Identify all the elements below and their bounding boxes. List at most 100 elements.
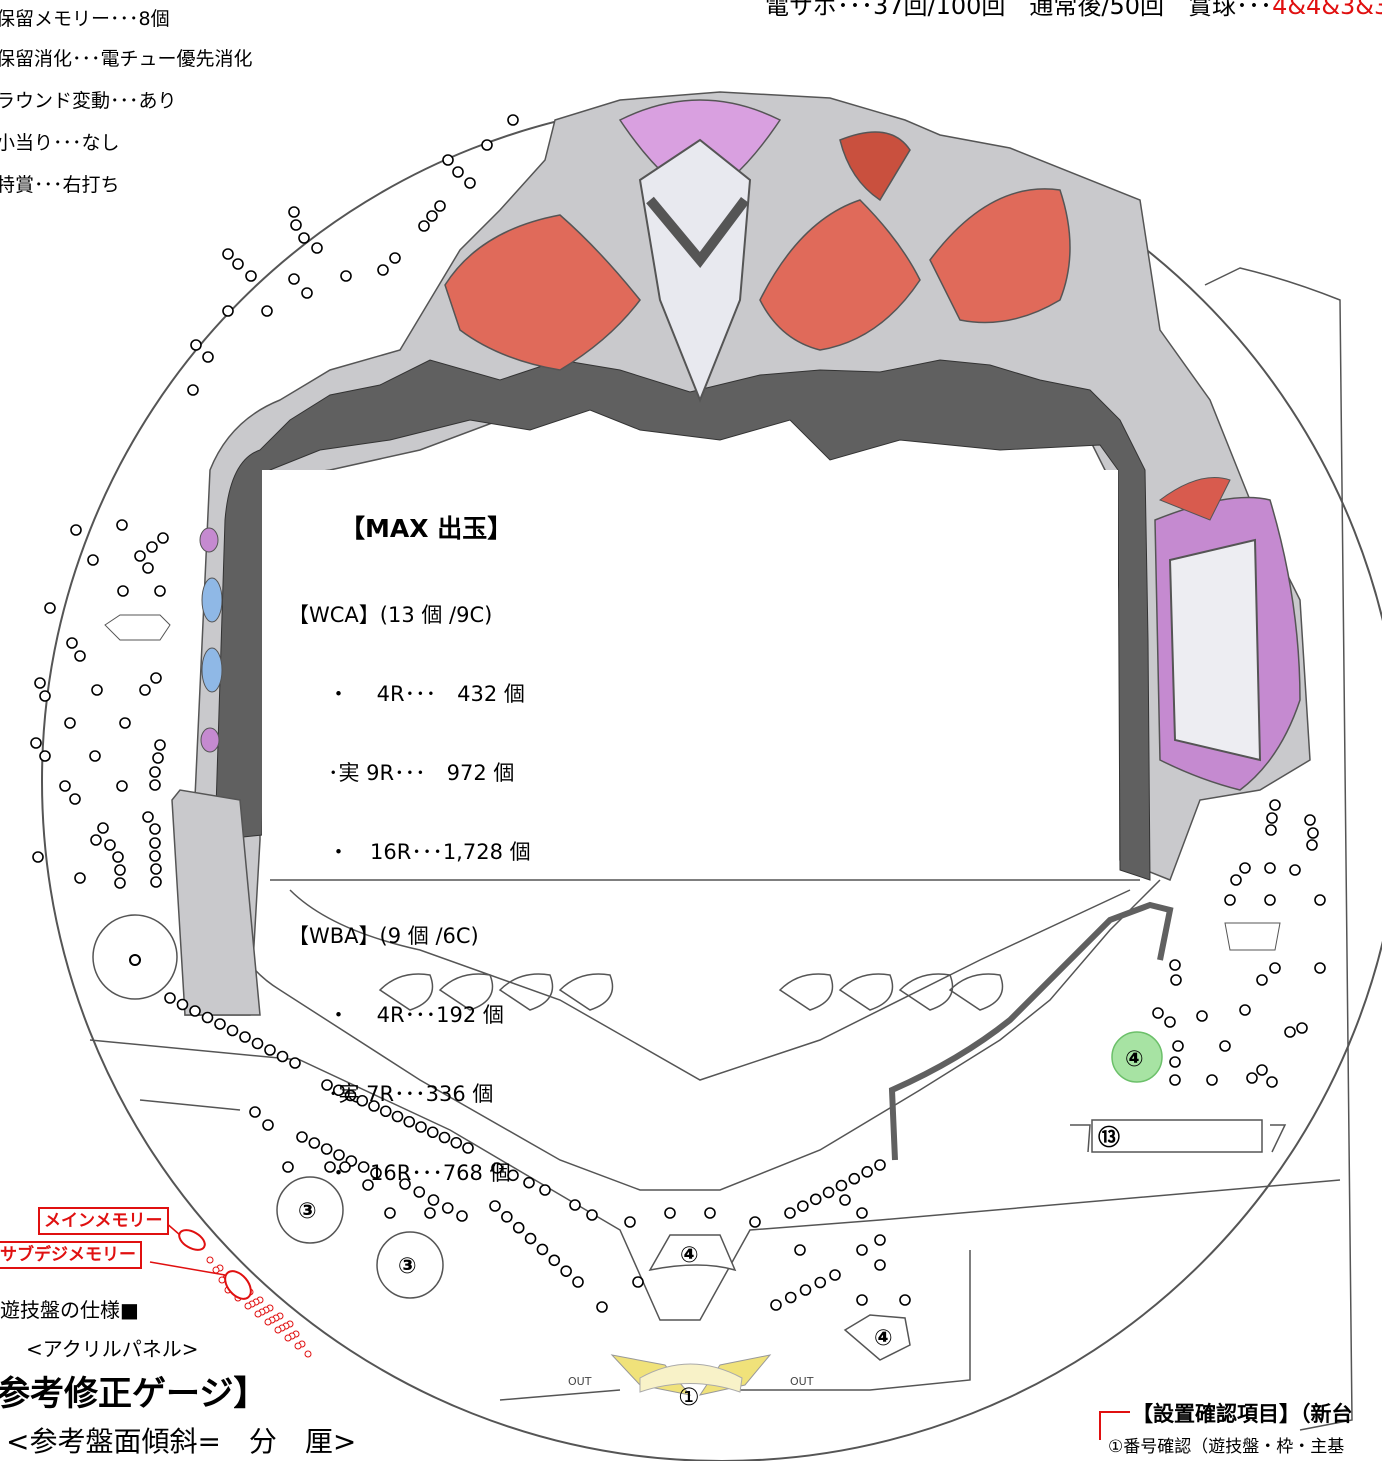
wca-row-1: ・ 4R･･･ 432 個 [328, 682, 525, 706]
nail-pin [190, 339, 202, 351]
display-window [262, 470, 1118, 872]
nail-pin [1296, 1022, 1308, 1034]
nail-pin [426, 1126, 439, 1139]
nail-pin [222, 305, 234, 317]
nail-pin [507, 1169, 519, 1182]
label-4-center: ④ [680, 1243, 699, 1268]
nail-pin [1230, 874, 1242, 886]
nail-pin [1306, 839, 1318, 851]
nail-pin [856, 1294, 868, 1306]
nail-pin [413, 1186, 426, 1198]
nail-pin [142, 562, 154, 574]
nail-pin [245, 270, 257, 282]
memory-pin [284, 1334, 292, 1342]
nail-pin [308, 1137, 321, 1149]
memory-pin [264, 1318, 272, 1326]
nail-pin [377, 264, 389, 276]
nail-pin [539, 1184, 551, 1196]
nail-pin [157, 532, 169, 544]
nail-pin [814, 1276, 827, 1289]
install-title: 【設置確認項目】（新台 [1132, 1402, 1353, 1426]
nail-pin [64, 717, 76, 729]
nail-pin [560, 1265, 572, 1277]
nail-pin [1219, 1040, 1231, 1052]
nail-pin [74, 872, 86, 884]
nail-pin [1289, 864, 1301, 876]
gate-13 [1091, 1119, 1263, 1153]
memory-pin [218, 1276, 226, 1284]
main-memory-tag: メインメモリー [38, 1207, 169, 1235]
nail-pin [117, 585, 129, 597]
nail-pin [1269, 799, 1281, 811]
nail-pin [1239, 1004, 1251, 1016]
nail-pin [301, 287, 313, 299]
nail-pin [1169, 1056, 1181, 1068]
nail-pin [290, 219, 302, 231]
logo-emblem [444, 99, 1071, 403]
nail-pin [296, 1131, 308, 1143]
nail-pin [320, 1143, 333, 1155]
pocket-3-right [376, 1231, 444, 1299]
label-4-lower-right: ④ [874, 1326, 893, 1351]
nail-pin [150, 863, 162, 875]
out-left-label: OUT [568, 1375, 592, 1388]
nail-pin [152, 752, 164, 764]
memory-pin [244, 1302, 252, 1310]
nail-pin [97, 822, 109, 834]
nail-pin [572, 1276, 584, 1288]
nail-pin [507, 114, 519, 126]
top-cut-main: 電サポ･･･37回/100回 通常後/50回 賞球･･･ [765, 0, 1273, 20]
left-lamp-purple [199, 527, 219, 553]
nail-pin [389, 252, 401, 264]
nail-pin [249, 1106, 261, 1118]
nail-pin [262, 1119, 274, 1131]
nail-pin [491, 1162, 503, 1174]
nail-pin [232, 258, 244, 270]
left-stopper [104, 614, 171, 641]
nail-pin [512, 1221, 525, 1234]
nail-pin [1284, 1026, 1296, 1038]
nail-pin [288, 273, 300, 285]
left-side-lamp [171, 789, 261, 1016]
nail-pin [1314, 894, 1326, 906]
wba-header: 【WBA】(9 個 /6C) [288, 924, 479, 949]
nail-pin [201, 1011, 214, 1024]
nail-pin [176, 998, 189, 1011]
wba-row-2: ･実 7R･･･336 個 [328, 1081, 494, 1106]
attacker-center [639, 1363, 743, 1393]
nail-pin [149, 837, 161, 849]
nail-pin [149, 823, 161, 835]
nail-pin [189, 1005, 201, 1017]
inner-frame-dark [214, 359, 1151, 881]
nail-pin [150, 672, 162, 684]
spec-small-hit: 小当り･･･なし [0, 132, 120, 154]
label-13: ⑬ [1098, 1125, 1120, 1151]
nail-pin [856, 1244, 868, 1256]
nail-pin [1265, 824, 1277, 836]
nail-pin [1170, 974, 1182, 986]
nail-pin [848, 1172, 861, 1185]
right-inner-deco [1168, 538, 1262, 762]
nail-pin [288, 206, 300, 218]
pocket-3-left [276, 1176, 344, 1244]
nail-pin [799, 1284, 812, 1296]
nail-pin [797, 1200, 809, 1212]
spec-title: 遊技盤の仕様■ [0, 1298, 139, 1322]
right-catcher [1224, 922, 1281, 951]
nail-pin [899, 1294, 911, 1306]
nail-pin [399, 1178, 411, 1190]
max-payout-box: 【MAX 出玉】 【WCA】(13 個 /9C) ・ 4R･･･ 432 個 ･… [288, 460, 531, 1212]
wca-header: 【WCA】(13 個 /9C) [288, 603, 493, 628]
acrylic-panel-label: <アクリルパネル> [26, 1337, 199, 1361]
nail-pin [1264, 894, 1276, 906]
nail-pin [150, 876, 162, 888]
left-lamp-blue-2 [201, 647, 223, 693]
nail-pin [39, 690, 51, 702]
top-cut-text: 電サポ･･･37回/100回 通常後/50回 賞球･･･4&4&3&3 [765, 0, 1382, 21]
incline-label: <参考盤面傾斜= 分 厘> [6, 1425, 357, 1458]
nail-pin [251, 1037, 264, 1050]
nail-pin [368, 1100, 380, 1112]
label-3-left: ③ [298, 1199, 317, 1224]
nail-pin [450, 1136, 463, 1149]
